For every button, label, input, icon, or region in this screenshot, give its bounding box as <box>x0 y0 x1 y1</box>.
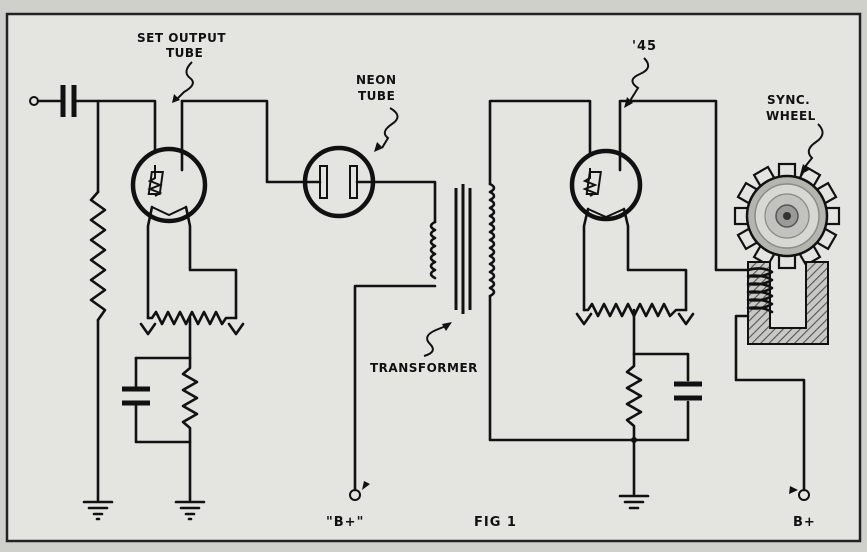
tube-45 <box>569 148 643 222</box>
bias-resistor <box>181 356 199 502</box>
set-output-tube <box>130 146 208 224</box>
primary-to-bplus-wire <box>353 284 437 492</box>
input-capacitor <box>60 85 77 117</box>
neon-to-primary-wire <box>355 180 437 224</box>
filament-wire-right <box>184 205 238 320</box>
pot-arrow-right <box>227 322 245 336</box>
tube45-pointer <box>627 57 650 105</box>
neon-pointer <box>381 107 399 149</box>
tube45-bias-top-wire <box>632 352 690 382</box>
grid-wire <box>75 99 157 167</box>
transformer-primary-coil <box>429 220 437 280</box>
bias-cap-bottom-lead <box>134 404 192 444</box>
bplus-terminal-2 <box>798 489 810 501</box>
tube-45-label: '45 <box>632 39 657 54</box>
neon-tube-label-2: TUBE <box>358 89 395 103</box>
sync-wheel-gear <box>733 162 841 270</box>
sync-magnet-coil <box>746 267 774 314</box>
bplus-terminal-1 <box>349 489 361 501</box>
transformer-pointer-arrowhead <box>442 322 452 331</box>
junction-dot <box>631 437 637 443</box>
bplus-arrow-2 <box>789 486 798 494</box>
bplus-label: B+ <box>793 515 816 530</box>
transformer-label: TRANSFORMER <box>370 361 478 375</box>
set-output-tube-label-2: TUBE <box>166 46 203 60</box>
plate-to-sync-coil-wire <box>618 99 750 272</box>
bplus-label-quoted: "B+" <box>326 515 364 530</box>
secondary-to-grid-wire <box>488 99 592 186</box>
tube45-filament-left <box>582 207 590 312</box>
neon-pointer-arrowhead <box>374 142 383 152</box>
sync-wheel-pointer <box>803 123 824 169</box>
transformer-secondary-coil <box>488 182 496 298</box>
tube45-bias-resistor <box>625 352 643 496</box>
sync-wheel-pointer-arrowhead <box>800 164 809 175</box>
filament-wire-left <box>146 205 154 320</box>
plate-to-neon-wire <box>180 99 307 184</box>
sync-wheel-label: SYNC. <box>767 93 810 107</box>
bplus-arrow-1 <box>362 481 370 490</box>
bias-capacitor <box>122 386 150 406</box>
transformer-pointer <box>423 325 447 357</box>
set-output-tube-label: SET OUTPUT <box>137 31 226 45</box>
pot-arrow-left <box>139 322 157 336</box>
tube45-bias-bottom-wire <box>632 400 690 442</box>
ground-symbol-2 <box>174 500 206 521</box>
grid-leak-resistor <box>89 190 107 322</box>
figure-caption: FIG 1 <box>474 515 517 530</box>
tube45-potentiometer <box>582 302 688 318</box>
secondary-return-wire <box>488 294 636 442</box>
input-terminal <box>29 96 62 106</box>
tube45-pot-arrow-right <box>677 312 695 326</box>
neon-tube-label: NEON <box>356 73 396 87</box>
transformer-core <box>454 184 472 314</box>
tube45-pot-arrow-left <box>575 312 593 326</box>
ground-symbol-3 <box>618 494 650 510</box>
tube45-pointer-arrowhead <box>624 97 633 108</box>
tube45-filament-right <box>622 207 688 312</box>
set-output-tube-pointer <box>175 61 194 101</box>
pointer-arrowhead <box>172 94 180 103</box>
ground-symbol <box>82 500 114 521</box>
tube45-bias-capacitor <box>674 381 702 401</box>
sync-wheel-label-2: WHEEL <box>766 109 816 123</box>
coil-to-bplus-wire <box>734 314 806 492</box>
